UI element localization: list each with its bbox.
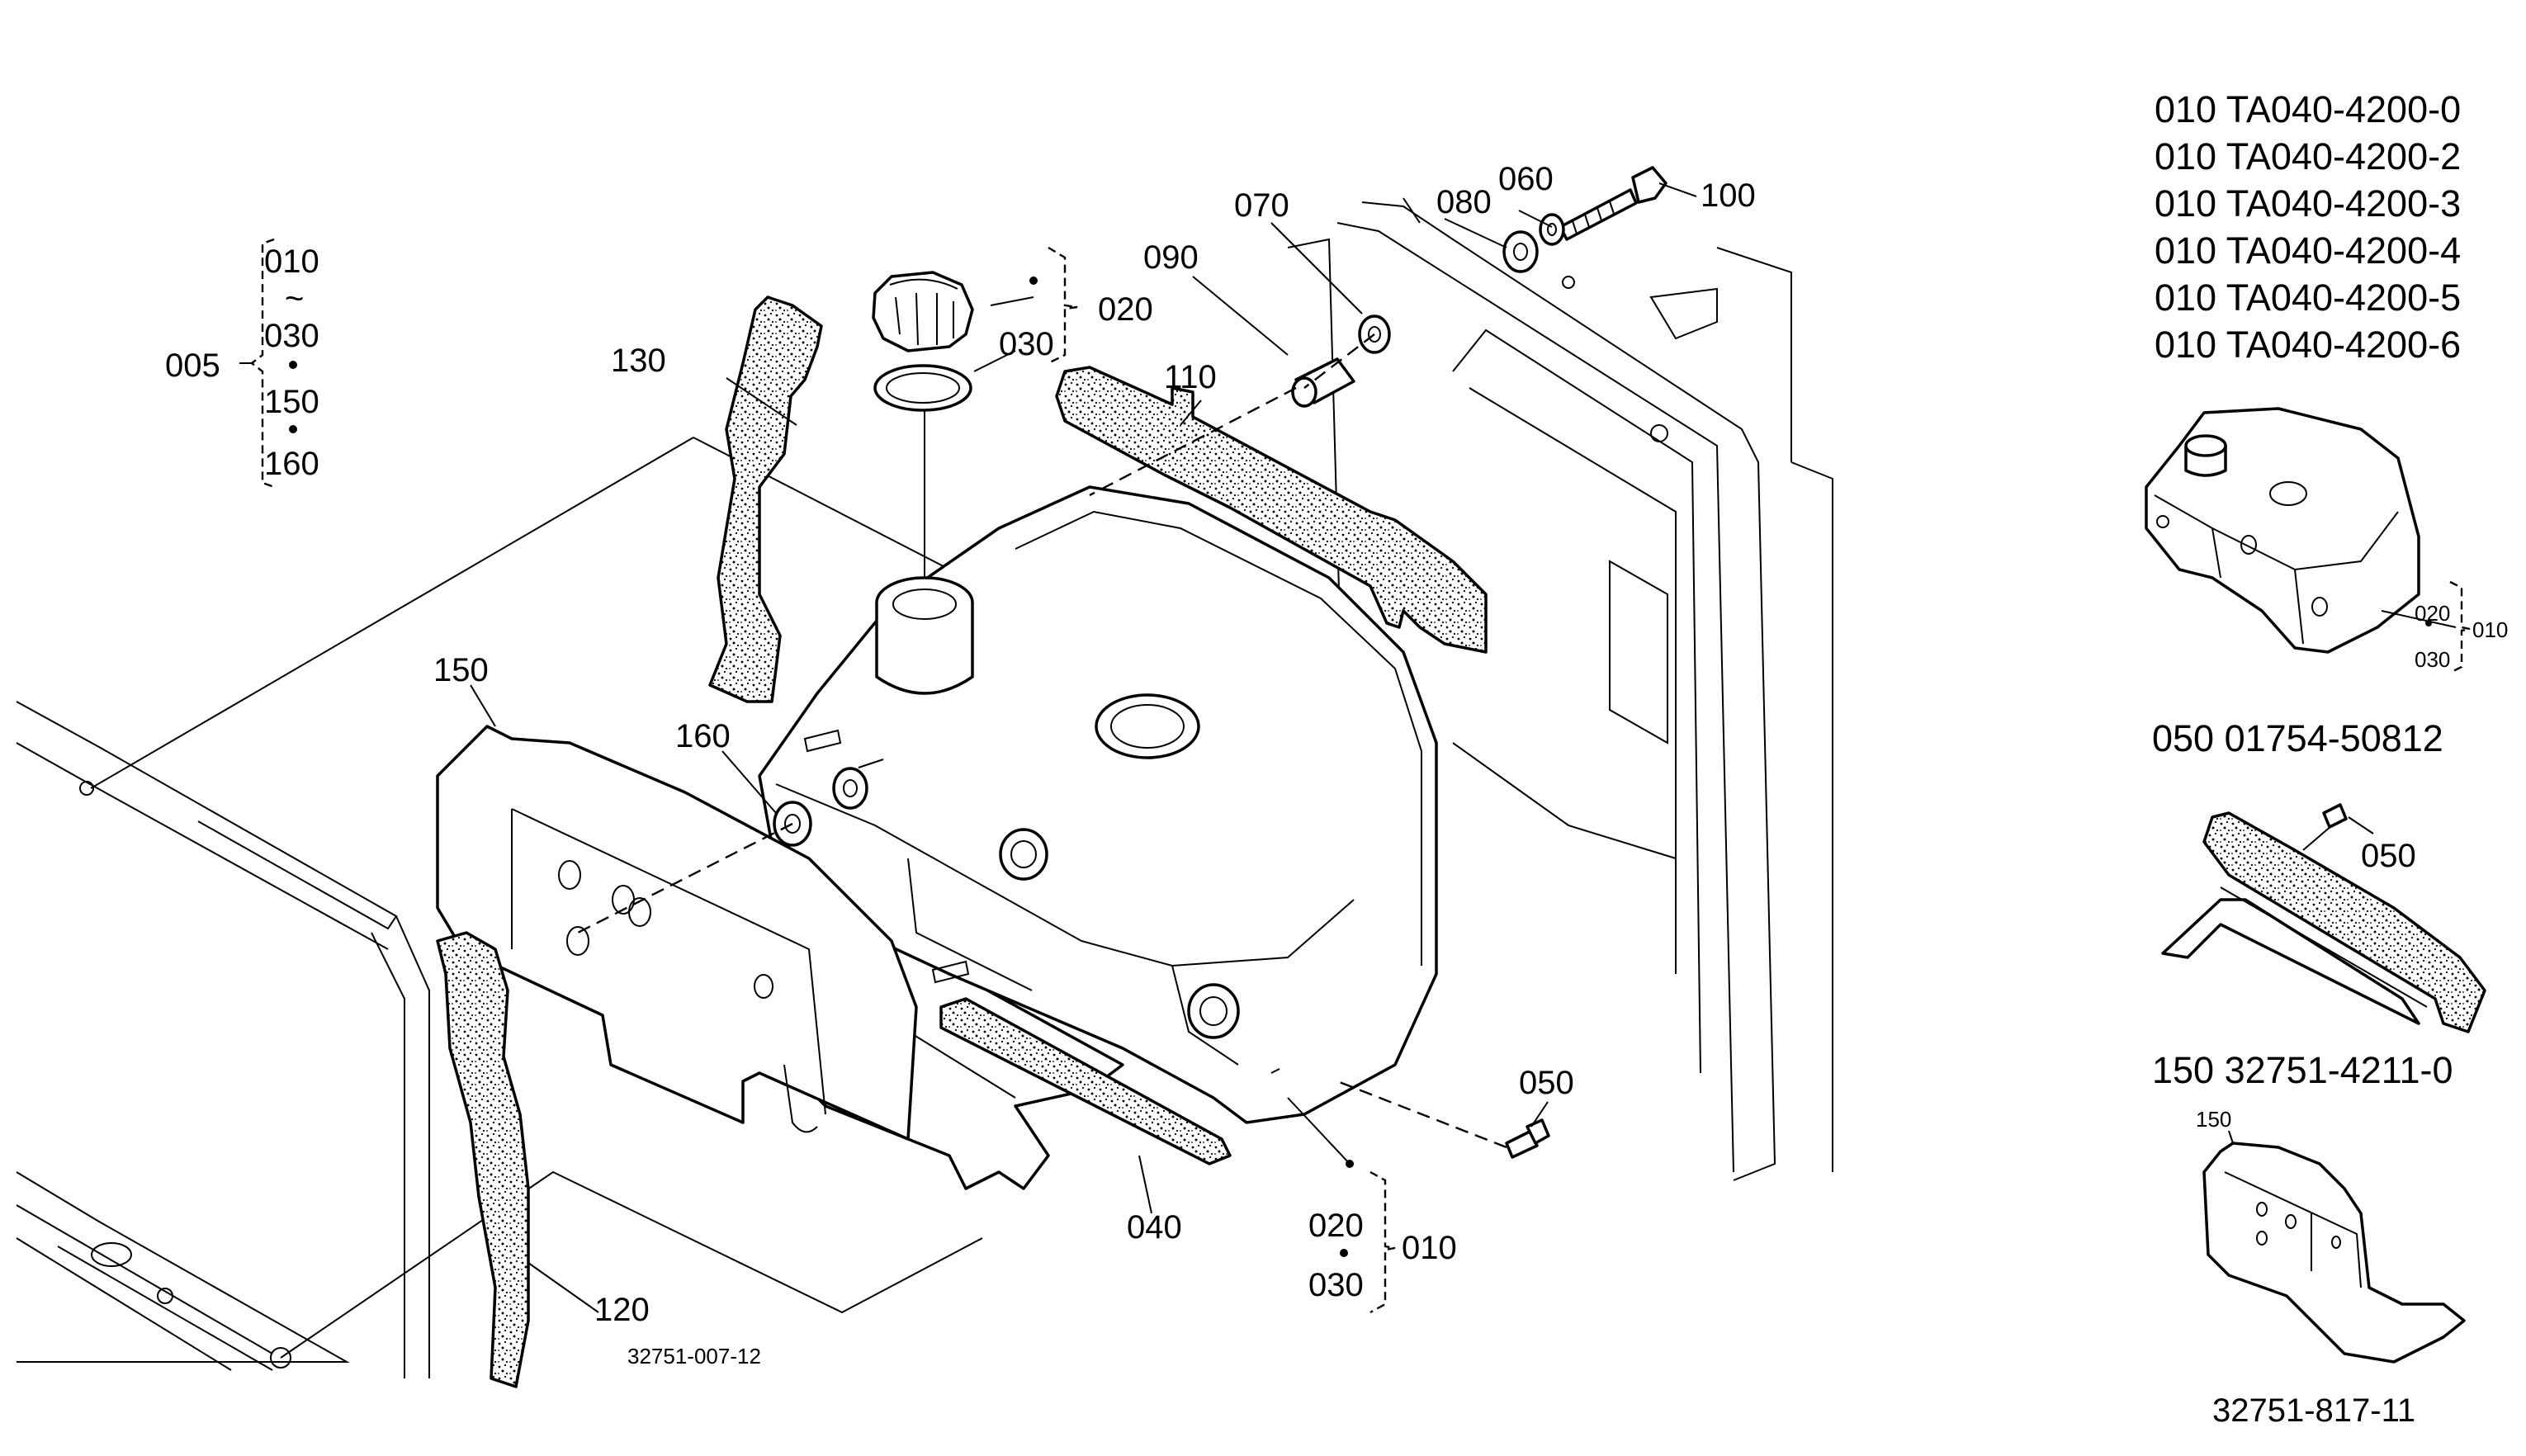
callout-040: 040 bbox=[1127, 1209, 1182, 1246]
callout-030-bottom: 030 bbox=[1308, 1267, 1364, 1303]
callout-160-group: 160 bbox=[264, 446, 319, 482]
part-number-050: 050 01754-50812 bbox=[2152, 717, 2443, 759]
callout-090: 090 bbox=[1143, 239, 1199, 276]
callout-020-cap: 020 bbox=[1098, 291, 1153, 328]
inset-foam-pad: 050 bbox=[2161, 803, 2486, 1033]
fuel-tank bbox=[758, 485, 1438, 1124]
foam-pad-110 bbox=[1055, 366, 1488, 654]
main-figure-number: 32751-007-12 bbox=[627, 1344, 761, 1369]
callout-010-bottom: 010 bbox=[1402, 1230, 1457, 1266]
chassis-frame bbox=[16, 437, 983, 1378]
bolt-050 bbox=[1505, 1118, 1550, 1159]
callout-110: 110 bbox=[1164, 359, 1217, 395]
callout-150-group: 150 bbox=[264, 384, 319, 420]
leader-lines bbox=[470, 182, 1697, 1313]
foam-strip-040 bbox=[939, 997, 1232, 1165]
inset1-callout-030: 030 bbox=[2415, 647, 2450, 672]
callout-050: 050 bbox=[1519, 1065, 1574, 1101]
part-number-line: 010 TA040-4200-3 bbox=[2155, 182, 2461, 225]
tank-port-grommet bbox=[832, 767, 868, 810]
filler-cap bbox=[872, 271, 974, 352]
part-number-line: 010 TA040-4200-0 bbox=[2155, 88, 2461, 130]
foam-pad-130 bbox=[708, 295, 823, 703]
part-number-line: 010 TA040-4200-4 bbox=[2155, 229, 2461, 272]
part-number-list: 010 TA040-4200-0 010 TA040-4200-2 010 TA… bbox=[2155, 88, 2461, 366]
inset-side-cover: 150 bbox=[2196, 1107, 2466, 1364]
callout-010-group: 010 bbox=[264, 243, 319, 280]
inset1-callout-020: 020 bbox=[2415, 601, 2450, 626]
callout-030-gasket: 030 bbox=[999, 326, 1054, 362]
bracket-group-005 bbox=[239, 238, 297, 489]
callout-tilde: ~ bbox=[285, 281, 304, 317]
callout-030-group: 030 bbox=[264, 318, 319, 354]
callout-160: 160 bbox=[675, 718, 731, 754]
callout-130: 130 bbox=[611, 343, 666, 379]
foam-pad-120 bbox=[436, 931, 530, 1388]
callout-005: 005 bbox=[165, 347, 220, 384]
part-number-line: 010 TA040-4200-6 bbox=[2155, 324, 2461, 366]
inset3-callout-150: 150 bbox=[2196, 1107, 2231, 1132]
inset1-callout-010: 010 bbox=[2472, 617, 2508, 642]
callout-020-bottom: 020 bbox=[1308, 1208, 1364, 1244]
bracket-group-010 bbox=[1340, 1170, 1396, 1314]
part-number-150: 150 32751-4211-0 bbox=[2152, 1049, 2453, 1091]
callout-070: 070 bbox=[1234, 187, 1289, 224]
inset-figure-number: 32751-817-11 bbox=[2212, 1392, 2415, 1429]
cab-panel bbox=[1287, 197, 1833, 1181]
callout-060: 060 bbox=[1498, 161, 1554, 197]
part-number-line: 010 TA040-4200-2 bbox=[2155, 135, 2461, 177]
part-number-line: 010 TA040-4200-5 bbox=[2155, 277, 2461, 319]
mount-bolt-stack bbox=[1291, 166, 1667, 408]
bracket-group-020 bbox=[1048, 246, 1078, 365]
callout-080: 080 bbox=[1436, 184, 1492, 220]
inset2-callout-050: 050 bbox=[2361, 838, 2416, 874]
callout-100: 100 bbox=[1701, 177, 1756, 214]
inset-tank-assembly: 020 010 030 bbox=[2145, 407, 2508, 674]
callout-150: 150 bbox=[433, 652, 489, 688]
callout-120: 120 bbox=[594, 1292, 650, 1328]
